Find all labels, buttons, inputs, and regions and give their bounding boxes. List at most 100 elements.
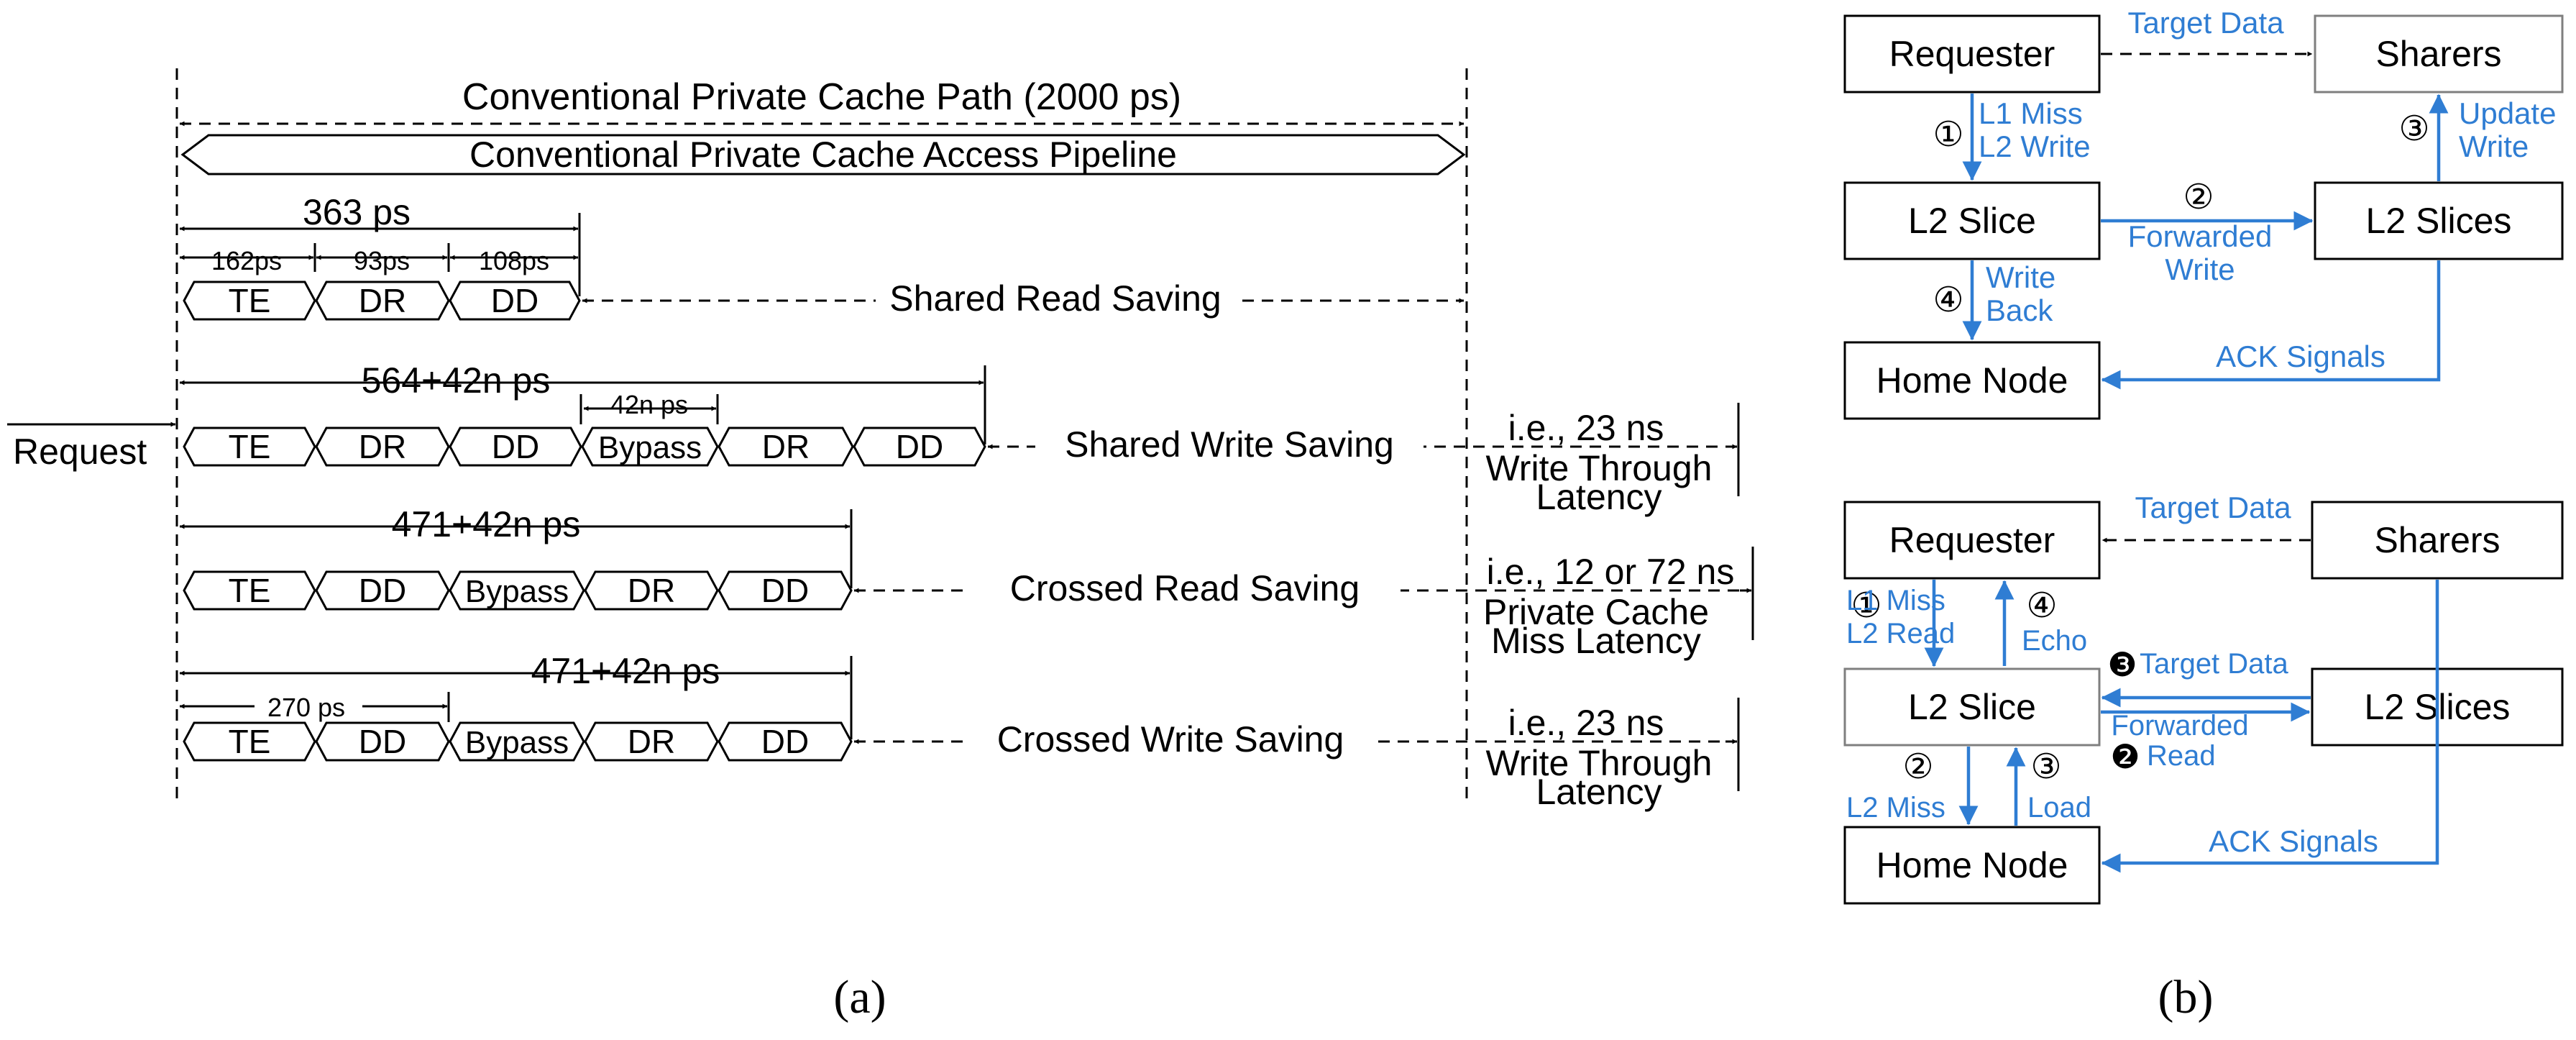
stage-label: TE — [229, 723, 271, 760]
step-4-num: ④ — [2026, 587, 2057, 625]
step-3-text: Write — [2459, 129, 2529, 163]
saving-label: Crossed Write Saving — [997, 719, 1344, 760]
step-2-text: Forwarded — [2111, 710, 2248, 742]
stage-label: DD — [359, 723, 406, 760]
sub-label: 42n ps — [610, 390, 688, 419]
stage-te — [183, 280, 316, 321]
latency-line: Latency — [1536, 772, 1661, 812]
panel-b-bottom: Requester Sharers L2 Slice L2 Slices Hom… — [1843, 491, 2564, 1023]
node-label: Sharers — [2374, 520, 2500, 560]
stage-label: DD — [492, 428, 539, 465]
stage-dr — [315, 280, 450, 321]
node-l2-slice — [1843, 181, 2101, 260]
step-4-text: Echo — [2022, 625, 2087, 657]
node-label: Sharers — [2375, 34, 2501, 74]
node-label: Home Node — [1876, 845, 2068, 885]
step-3-num: ③ — [2030, 748, 2061, 786]
sub-label: 270 ps — [267, 693, 345, 722]
node-home-node — [1843, 341, 2101, 420]
latency-line: Write Through — [1486, 743, 1713, 783]
total-label: 363 ps — [303, 192, 411, 232]
step-2-num: ② — [2183, 178, 2214, 216]
stage-dd — [449, 427, 582, 467]
stage-label: Bypass — [465, 725, 569, 760]
stage-label: DD — [491, 282, 538, 319]
step-2-num: ② — [1902, 748, 1933, 786]
step-2-miss: L2 Miss — [1846, 792, 1945, 824]
saving-label: Shared Read Saving — [889, 278, 1221, 319]
step-1-num: ① — [1933, 116, 1963, 154]
stage-label: DR — [628, 572, 675, 609]
latency-line: Miss Latency — [1491, 621, 1701, 661]
sub-label: 108ps — [479, 246, 549, 275]
conventional-pipeline-shape — [180, 134, 1466, 175]
caption-b: (b) — [2158, 971, 2214, 1023]
stage-label: TE — [229, 428, 271, 465]
stage-dd — [853, 427, 986, 467]
node-label: L2 Slice — [1908, 201, 2036, 241]
step-2-text: Write — [2165, 252, 2234, 286]
stage-dr — [584, 570, 719, 611]
latency-line: i.e., 23 ns — [1508, 703, 1664, 743]
stage-bypass — [449, 570, 585, 611]
label-mask — [1035, 423, 1424, 467]
node-label: Home Node — [1876, 360, 2068, 401]
stage-bypass — [581, 427, 719, 467]
label-mask — [255, 690, 362, 721]
stage-dr — [584, 721, 719, 762]
label-mask — [1475, 555, 1748, 588]
caption-a: (a) — [833, 971, 886, 1023]
label-mask — [876, 277, 1235, 320]
row-crossed-write: 471+42n ps 270 ps TE DD Bypass DR DD Cro… — [179, 651, 1740, 812]
panel-a: Conventional Private Cache Path (2000 ps… — [7, 68, 1754, 1023]
step-4-text: Back — [1986, 293, 2053, 327]
step-1-text: L2 Write — [1979, 129, 2091, 163]
step-2-dark: ❷ — [2110, 738, 2140, 775]
stage-te — [183, 570, 316, 611]
stage-te — [183, 427, 316, 467]
stage-dd — [718, 721, 853, 762]
stage-label: DR — [359, 282, 406, 319]
stage-dd — [315, 570, 450, 611]
stage-dd — [718, 570, 853, 611]
stage-bypass — [449, 721, 585, 762]
stage-label: DR — [359, 428, 406, 465]
step-3-load: Load — [2027, 792, 2091, 824]
node-label: L2 Slices — [2366, 201, 2512, 241]
sub-label: 162ps — [211, 246, 282, 275]
stage-label: Bypass — [465, 574, 569, 609]
row-shared-read: 363 ps 162ps 93ps 108ps TE DR DD Shared … — [179, 192, 1465, 321]
stage-dr — [315, 427, 450, 467]
latency-line: Latency — [1536, 477, 1661, 517]
stage-label: DD — [761, 572, 809, 609]
stage-label: DD — [896, 428, 943, 465]
step-3-text: Update — [2459, 96, 2556, 130]
node-label: Requester — [1889, 34, 2055, 74]
stage-dd — [315, 721, 450, 762]
node-label: L2 Slice — [1908, 687, 2036, 727]
row-shared-write: 564+42n ps 42n ps TE DR DD Bypass DR DD … — [179, 360, 1740, 517]
target-data-label: Target Data — [2127, 6, 2284, 40]
ack-label: ACK Signals — [2216, 339, 2385, 373]
step-2-text: Read — [2147, 740, 2216, 772]
saving-label: Shared Write Saving — [1065, 424, 1394, 465]
total-label: 564+42n ps — [362, 360, 551, 401]
node-sharers — [2311, 501, 2564, 580]
stage-label: DD — [761, 723, 809, 760]
stage-dd — [449, 280, 581, 321]
ack-arrow — [2101, 580, 2439, 873]
panel-b-top: Requester Sharers L2 Slice L2 Slices Hom… — [1843, 6, 2564, 420]
latency-line: i.e., 23 ns — [1508, 408, 1664, 448]
stage-label: DR — [762, 428, 810, 465]
ack-label: ACK Signals — [2209, 824, 2378, 858]
total-label: 471+42n ps — [531, 651, 720, 691]
saving-label: Crossed Read Saving — [1010, 568, 1360, 608]
request-label: Request — [13, 432, 147, 472]
node-l2-slices — [2314, 181, 2564, 260]
step-1-text: L1 Miss — [1979, 96, 2083, 130]
node-label: Requester — [1889, 520, 2055, 560]
node-home-node — [1843, 826, 2101, 905]
label-mask — [969, 567, 1401, 611]
latency-line: Private Cache — [1483, 592, 1709, 632]
step-4-text: Write — [1986, 260, 2055, 294]
